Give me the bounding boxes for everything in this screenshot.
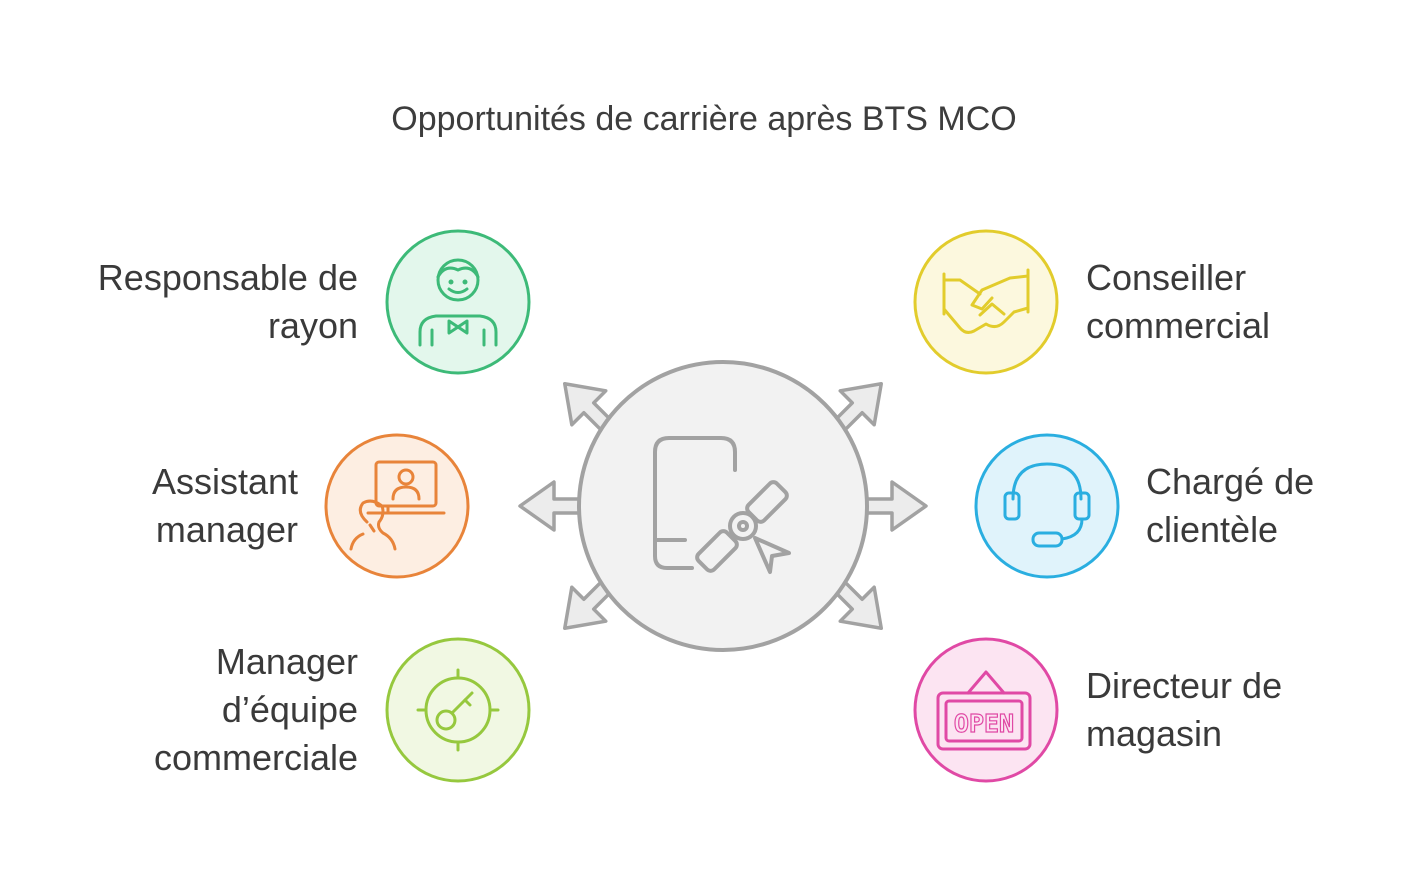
target-key-icon [416,668,500,752]
label-line: d’équipe [221,689,358,730]
label-line: rayon [267,305,358,346]
label-line: manager [155,509,298,550]
label-line: commercial [1086,305,1271,346]
handshake-icon [942,268,1030,334]
label-line: commerciale [153,737,358,778]
label-manager-equipe: Manager d’équipe commerciale [154,638,358,782]
label-charge-clientele: Chargé de clientèle [1146,458,1314,554]
label-assistant-manager: Assistant manager [152,458,298,554]
label-line: Chargé de [1146,461,1315,502]
label-line: Manager [215,641,358,682]
arrow-assistant-manager [518,480,586,532]
node-responsable-rayon [385,229,531,375]
label-line: magasin [1086,713,1223,754]
node-conseiller-commercial [913,229,1059,375]
node-charge-clientele [974,433,1120,579]
label-line: Assistant [151,461,298,502]
open-sign-text: OPEN [954,709,1014,738]
video-call-icon [349,460,446,551]
headset-icon [1003,462,1091,548]
label-directeur-magasin: Directeur de magasin [1086,662,1282,758]
certificate-icon [653,436,791,574]
waiter-icon [418,258,498,347]
node-directeur-magasin: OPEN [913,637,1059,783]
label-line: Responsable de [97,257,358,298]
center-hub [577,360,869,652]
node-manager-equipe [385,637,531,783]
arrow-charge-clientele [860,480,928,532]
label-line: clientèle [1146,509,1279,550]
label-line: Directeur de [1086,665,1283,706]
open-sign-icon [936,670,1032,751]
page-title: Opportunités de carrière après BTS MCO [391,100,1017,138]
label-responsable-rayon: Responsable de rayon [98,254,358,350]
label-line: Conseiller [1086,257,1247,298]
node-assistant-manager [324,433,470,579]
label-conseiller-commercial: Conseiller commercial [1086,254,1270,350]
